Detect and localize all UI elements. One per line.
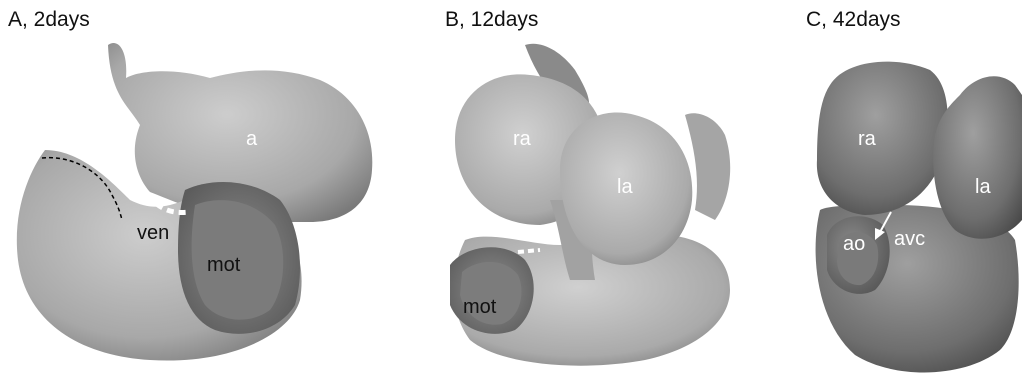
panel-a-heart-render bbox=[0, 0, 400, 377]
panel-c: C, 42days ra la ao avc bbox=[795, 0, 1022, 377]
panel-b-label-la: la bbox=[617, 176, 633, 199]
panel-b-heart-render bbox=[430, 0, 750, 377]
panel-c-label-ra: ra bbox=[858, 128, 876, 151]
panel-c-right-atrium bbox=[817, 62, 948, 215]
panel-c-label-avc: avc bbox=[894, 228, 925, 251]
panel-a-label-a: a bbox=[246, 128, 257, 151]
panel-a-label-ven: ven bbox=[137, 222, 169, 245]
panel-b-label-mot: mot bbox=[463, 296, 496, 319]
panel-a: A, 2days a ven mot bbox=[0, 0, 400, 377]
panel-c-left-atrium bbox=[933, 76, 1022, 238]
panel-c-label-ao: ao bbox=[843, 233, 865, 256]
panel-b-label-ra: ra bbox=[513, 128, 531, 151]
panel-a-label-mot: mot bbox=[207, 254, 240, 277]
panel-b: B, 12days ra la mot bbox=[430, 0, 750, 377]
panel-c-label-la: la bbox=[975, 176, 991, 199]
